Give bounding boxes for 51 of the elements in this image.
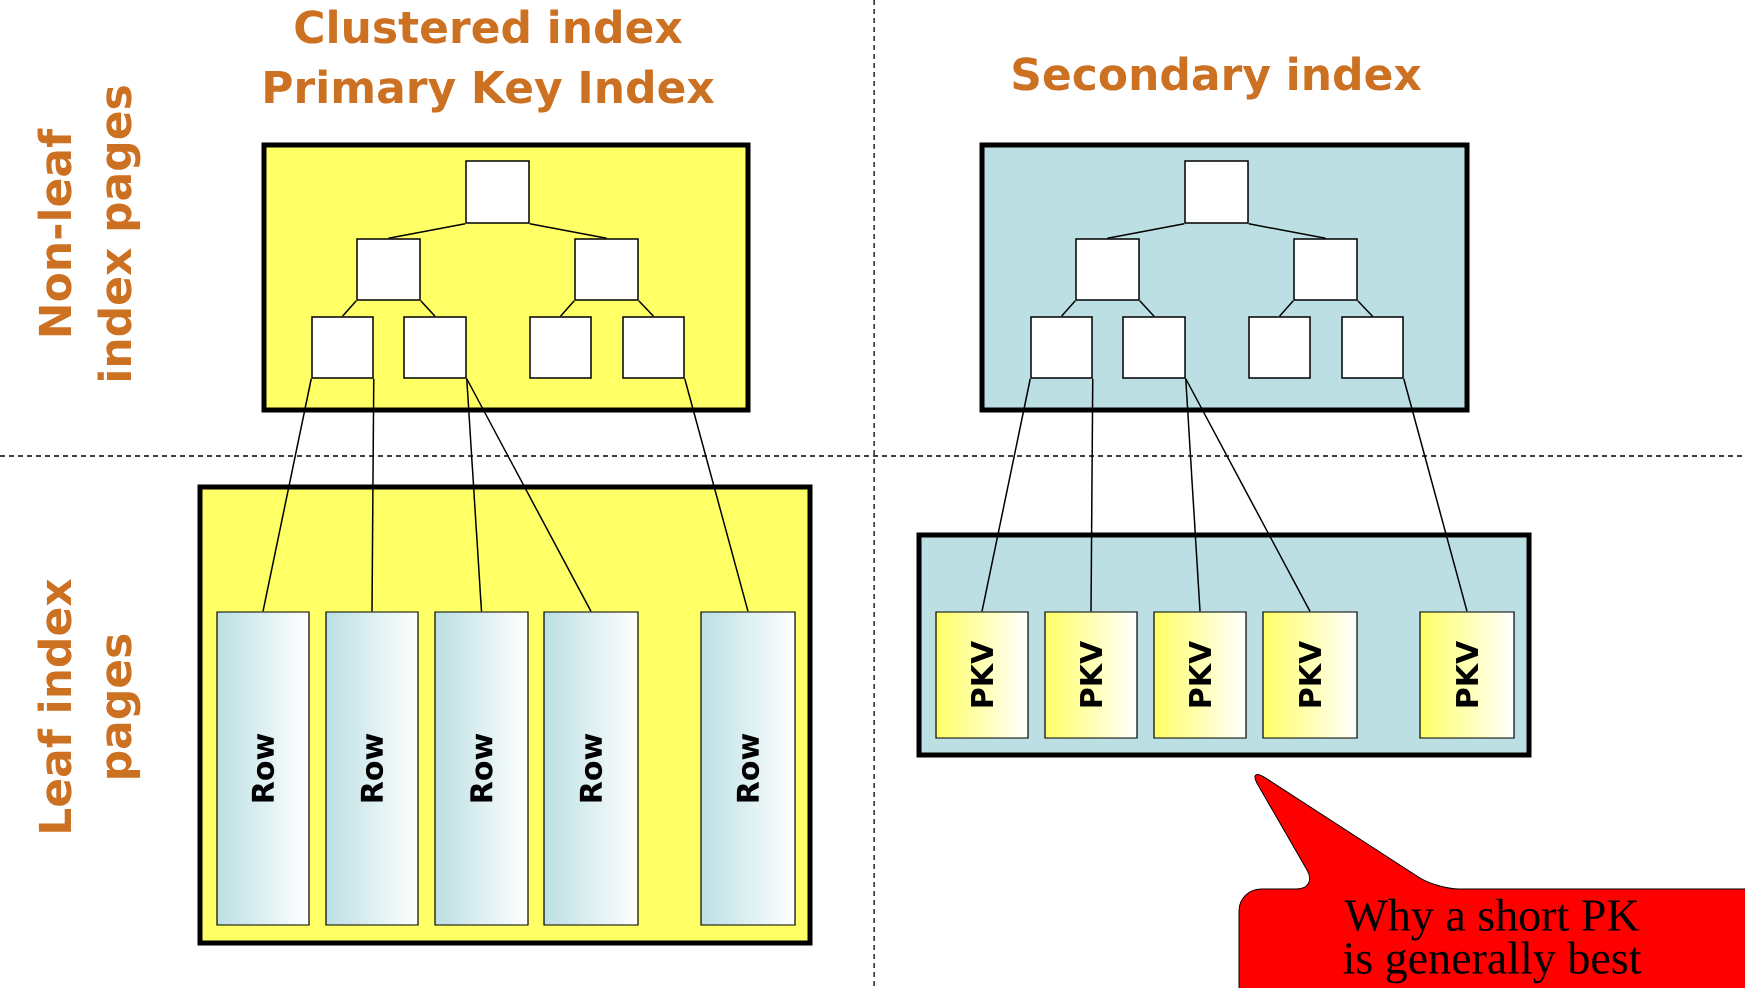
index-node-box [1293, 238, 1358, 301]
connector-line [559, 300, 575, 317]
index-node-box [1030, 316, 1093, 379]
connector-line [466, 378, 592, 613]
pkv-box: PKV [1044, 611, 1138, 739]
index-node-box [1184, 160, 1249, 224]
index-node-box [465, 160, 530, 224]
connector-line [341, 300, 357, 317]
connector-line [1403, 378, 1468, 613]
connector-line [466, 378, 483, 613]
row-box: Row [434, 611, 529, 926]
index-node-box [1122, 316, 1186, 379]
index-node-box [622, 316, 685, 379]
index-node-box [356, 238, 421, 301]
connector-line [1278, 300, 1294, 317]
connector-line [1357, 300, 1374, 317]
row-box: Row [700, 611, 796, 926]
connector-line [1060, 300, 1076, 317]
pkv-box: PKV [1262, 611, 1358, 739]
index-node-box [403, 316, 467, 379]
index-node-box [1341, 316, 1404, 379]
index-node-box [1248, 316, 1311, 379]
connector-line [1106, 223, 1185, 239]
connector-line [420, 300, 436, 317]
connector-line [529, 223, 608, 239]
speech-balloon: Why a short PK is generally best [1238, 774, 1745, 988]
row-heading: Non-leaf index pages [37, 86, 141, 381]
column-heading: Clustered index Primary Key Index [265, 9, 715, 113]
row-box: Row [216, 611, 310, 926]
connector-line [1139, 300, 1155, 317]
row-heading: Leaf index pages [37, 578, 141, 832]
connector-line [1185, 378, 1201, 613]
pkv-box: PKV [935, 611, 1029, 739]
column-heading: Secondary index [1013, 56, 1422, 100]
row-box: Row [543, 611, 639, 926]
connector-line [684, 378, 749, 613]
connector-line [387, 223, 466, 239]
row-box: Row [325, 611, 419, 926]
connector-line [981, 378, 1031, 613]
connector-line [1185, 378, 1311, 613]
index-node-box [311, 316, 374, 379]
index-node-box [574, 238, 639, 301]
pkv-box: PKV [1153, 611, 1247, 739]
pkv-box: PKV [1419, 611, 1515, 739]
connector-line [371, 378, 375, 613]
index-node-box [529, 316, 592, 379]
connector-line [1248, 223, 1327, 239]
connector-line [262, 378, 312, 613]
index-node-box [1075, 238, 1140, 301]
connector-line [638, 300, 655, 317]
connector-line [1090, 378, 1094, 613]
